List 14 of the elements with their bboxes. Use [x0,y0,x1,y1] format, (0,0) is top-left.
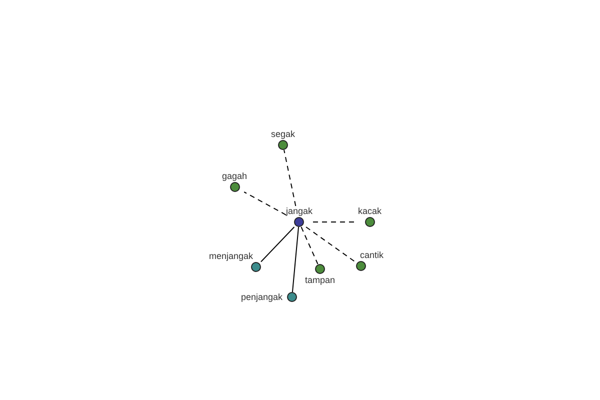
node-label: menjangak [209,251,254,261]
node-label: penjangak [241,292,283,302]
connector-line [292,226,300,292]
node-label: cantik [359,250,384,260]
node-label: tampan [305,275,336,285]
node-label: segak [271,129,296,139]
node-label: kacak [358,206,382,216]
connector-line [244,192,286,216]
connector-line [284,150,296,206]
node-label: gagah [222,171,248,181]
connector-line [300,226,318,264]
node-label: jangak [286,206,313,216]
connector-line [306,226,356,263]
connector-line [260,226,295,262]
